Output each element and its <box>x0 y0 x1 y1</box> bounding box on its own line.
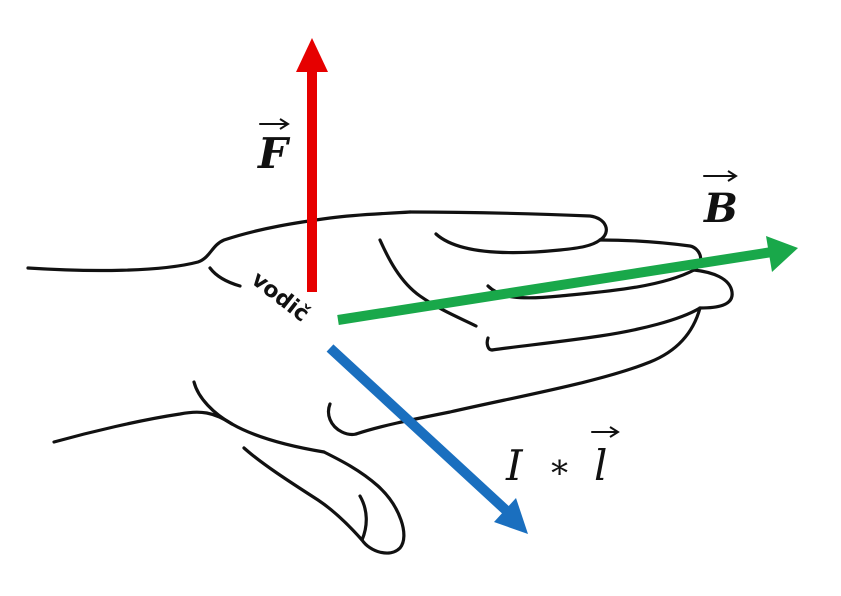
field-arrow-head <box>766 236 798 272</box>
field-label-text: B <box>703 185 738 232</box>
current-arrow-head <box>494 498 528 534</box>
hand-icon <box>26 210 734 555</box>
current-vector-arrow <box>326 344 528 534</box>
force-vector-bar-head <box>279 118 290 130</box>
field-label: B <box>703 170 738 232</box>
force-arrow-head <box>296 38 328 72</box>
field-arrow-shaft <box>337 247 773 325</box>
force-label: F <box>257 118 291 178</box>
current-label-text: I <box>505 441 524 490</box>
force-label-text: F <box>257 129 291 178</box>
field-vector-arrow <box>337 236 798 325</box>
current-arrow-shaft <box>326 344 514 518</box>
current-length-label: I ∗ l <box>505 426 620 490</box>
conductor-label: vodič <box>246 267 313 327</box>
length-vector-bar-head <box>609 426 620 438</box>
length-label-text: l <box>594 441 607 490</box>
operator-label-text: ∗ <box>548 447 571 487</box>
field-vector-bar-head <box>727 170 738 182</box>
force-vector-arrow <box>296 38 328 292</box>
